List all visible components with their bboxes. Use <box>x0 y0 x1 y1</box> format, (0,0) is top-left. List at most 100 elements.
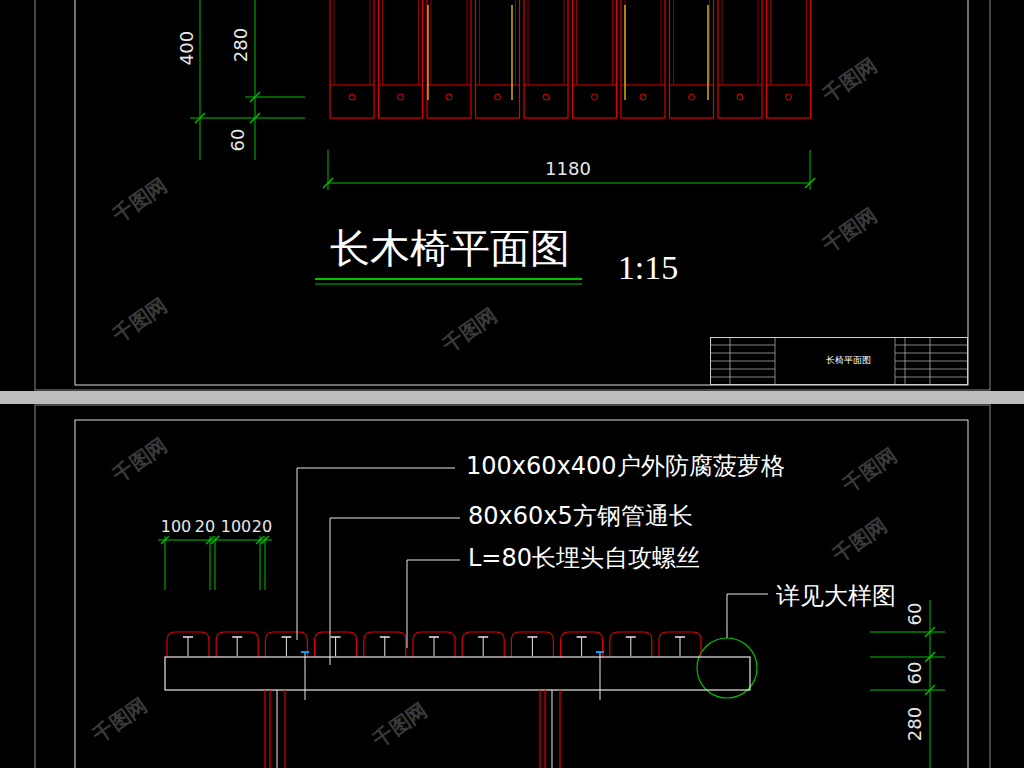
extension-line <box>870 657 945 658</box>
sheet-border <box>35 405 990 768</box>
bench-slat <box>767 0 811 118</box>
leader-line <box>727 594 768 638</box>
screw-head <box>301 651 309 653</box>
callout-text: 100x60x400户外防腐菠萝格 <box>465 453 786 479</box>
drawing-frame <box>75 420 968 768</box>
title-block-line <box>895 345 968 346</box>
screw <box>237 637 238 656</box>
screw <box>680 637 681 656</box>
dimension-tick <box>195 113 205 123</box>
bench-slat <box>427 0 471 118</box>
slat-profile <box>265 632 307 657</box>
screw <box>600 652 601 700</box>
slat-line <box>621 85 665 86</box>
dimension-tick <box>211 536 219 544</box>
watermark: 千图网 <box>828 513 891 567</box>
slat-profile <box>610 632 652 657</box>
extension-line <box>210 536 211 590</box>
sheet-gap <box>0 391 1024 404</box>
slat-profile <box>216 632 258 657</box>
title-block-line <box>710 377 775 378</box>
screw-hole <box>349 94 355 100</box>
dimension-line <box>200 0 201 160</box>
slat-line <box>418 0 419 85</box>
screw-head <box>626 636 636 638</box>
screw-hole <box>398 94 404 100</box>
title-underline <box>315 278 582 280</box>
leader-line <box>407 560 460 648</box>
slat-profile <box>315 632 357 657</box>
dimension-text: 60 <box>905 661 925 686</box>
bench-slat <box>718 0 762 118</box>
screw-hole <box>446 94 452 100</box>
screw-head <box>183 636 193 638</box>
leg-line <box>264 690 265 768</box>
slat-line <box>379 85 423 86</box>
dimension-tick <box>161 536 169 544</box>
dimension-text: 280 <box>231 27 251 63</box>
bench-slat <box>476 0 520 118</box>
dimension-text: 60 <box>228 128 248 153</box>
dimension-line <box>930 600 931 768</box>
slat-profile <box>511 632 553 657</box>
watermark: 千图网 <box>108 293 171 347</box>
watermark: 千图网 <box>438 303 501 357</box>
drawing-name: 长椅平面图 <box>826 356 871 366</box>
bench-slat <box>524 0 568 118</box>
dimension-text: 1180 <box>544 159 592 179</box>
leader-line <box>330 518 460 665</box>
slat-line <box>718 85 762 86</box>
drawing-frame <box>75 0 968 385</box>
slat-line <box>770 0 771 85</box>
title-block-line <box>710 353 775 354</box>
screw <box>434 637 435 656</box>
slat-line <box>564 0 565 85</box>
slat-line <box>758 0 759 85</box>
slat-profile <box>364 632 406 657</box>
slat-line <box>612 0 613 85</box>
slat-line <box>476 85 520 86</box>
slat-line <box>467 0 468 85</box>
dimension-line <box>255 0 256 160</box>
slat-line <box>576 0 577 85</box>
dimension-tick <box>250 113 260 123</box>
bench-slat <box>573 0 617 118</box>
drawing-title: 长木椅平面图 <box>330 226 570 270</box>
screw-hole <box>592 94 598 100</box>
dimension-text: 400 <box>177 30 197 66</box>
extension-line <box>190 118 305 119</box>
title-block-line <box>895 361 968 362</box>
slat-line <box>722 0 723 85</box>
leg-line <box>277 690 278 768</box>
extension-line <box>870 690 945 691</box>
screw-head <box>478 636 488 638</box>
bench-slat <box>330 0 374 118</box>
watermark: 千图网 <box>818 53 881 107</box>
watermark: 千图网 <box>108 433 171 487</box>
slat-line <box>515 0 516 85</box>
extension-line <box>870 632 945 633</box>
sheet-border <box>35 0 990 390</box>
detail-circle <box>697 638 757 698</box>
slat-line <box>427 85 471 86</box>
steel-tube <box>165 657 750 690</box>
bench-slat <box>621 0 665 118</box>
screw-head <box>429 636 439 638</box>
screw <box>188 637 189 656</box>
screw-head <box>577 636 587 638</box>
screw <box>483 637 484 656</box>
leg-line <box>559 690 560 768</box>
steel-tube-line <box>707 5 709 100</box>
slat-line <box>661 0 662 85</box>
screw-hole <box>495 94 501 100</box>
title-block-line <box>895 353 968 354</box>
dimension-tick <box>925 685 935 695</box>
title-block-line <box>895 377 968 378</box>
title-block-line <box>710 345 775 346</box>
slat-line <box>673 0 674 85</box>
callout-text: L=80长埋头自攻螺丝 <box>467 545 701 571</box>
bench-slat <box>670 0 714 118</box>
leg-line <box>539 690 540 768</box>
slat-line <box>806 0 807 85</box>
slat-line <box>479 0 480 85</box>
